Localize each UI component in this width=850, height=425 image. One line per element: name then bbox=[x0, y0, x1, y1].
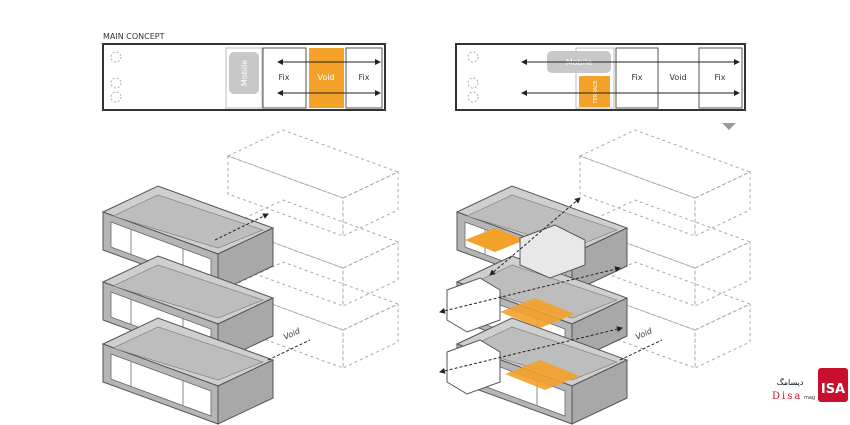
column-circle bbox=[110, 91, 122, 103]
void-arrow bbox=[619, 339, 663, 361]
movement-arrow bbox=[439, 326, 623, 374]
void-label: Void bbox=[317, 73, 334, 82]
mobile-label: Mobile bbox=[240, 60, 249, 86]
fix-label: Fix bbox=[359, 73, 370, 82]
plan-left: Mobile Fix Void Fix bbox=[102, 43, 386, 111]
logo-persian: دیسامگ bbox=[777, 377, 804, 387]
fix-label: Fix bbox=[632, 73, 643, 82]
void-label: Void bbox=[669, 73, 686, 82]
logo-small: mag bbox=[804, 395, 815, 401]
column-circle bbox=[467, 77, 479, 89]
down-triangle-icon bbox=[722, 123, 736, 130]
void-block bbox=[309, 48, 344, 108]
fix-label: Fix bbox=[715, 73, 726, 82]
disa-logo: ISA دیسامگ Disa mag bbox=[772, 368, 848, 402]
iso-stack-left: Void bbox=[102, 129, 399, 425]
logo-mark-text: ISA bbox=[821, 382, 845, 397]
iso-stack-right: Void bbox=[439, 129, 751, 425]
void-arrow bbox=[267, 339, 311, 361]
diagram-title: MAIN CONCEPT bbox=[103, 32, 165, 41]
movement-arrow bbox=[439, 266, 621, 314]
mobile-block bbox=[229, 52, 259, 94]
iso-void-label: Void bbox=[282, 326, 302, 342]
column-circle bbox=[110, 77, 122, 89]
iso-void-label: Void bbox=[634, 326, 654, 342]
fix-label: Fix bbox=[279, 73, 290, 82]
logo-latin: Disa bbox=[772, 391, 802, 402]
column-circle bbox=[467, 91, 479, 103]
column-circle bbox=[110, 51, 122, 63]
plan-right: Mobile TERRACE Fix Void Fix bbox=[455, 43, 746, 130]
logo-mark bbox=[818, 368, 848, 402]
column-circle bbox=[467, 51, 479, 63]
